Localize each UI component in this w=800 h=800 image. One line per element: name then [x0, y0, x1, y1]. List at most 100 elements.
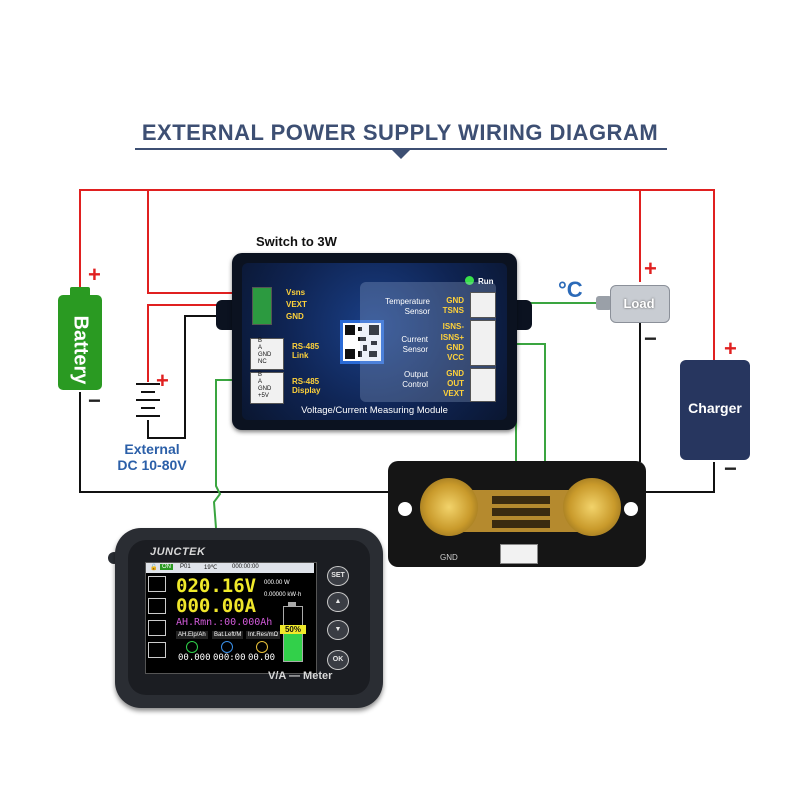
lcd-time-value: 000:00:00 [232, 564, 259, 570]
shunt-mount-hole-right [624, 502, 638, 516]
charger-label: Charger [688, 400, 742, 416]
external-plus-sign: + [156, 368, 169, 393]
external-label-line2: DC 10-80V [117, 457, 187, 473]
battery-terminal [70, 287, 90, 296]
temperature-symbol: °C [558, 277, 583, 302]
lcd-battery-cap [288, 602, 296, 606]
battery-plus-sign: + [88, 262, 101, 287]
lcd-ah-remaining: AH.Rmn.:00.000Ah [176, 617, 273, 628]
load-label: Load [623, 296, 655, 311]
rs485-display-pins: B A GND +5V [258, 372, 271, 400]
lcd-settings-icon [148, 620, 166, 636]
external-supply-label: External DC 10-80V [110, 441, 194, 473]
current-pin-isns-plus: ISNS+ [440, 333, 464, 342]
output-pin-gnd: GND [446, 369, 464, 378]
lcd-energy: 0.00000 kW·h [264, 592, 302, 598]
external-label-line1: External [124, 441, 180, 457]
lcd-battery-fill [284, 634, 302, 661]
battery-label: Battery [69, 315, 92, 385]
pin-vsns: Vsns [286, 288, 306, 297]
current-pin-isns-minus: ISNS- [442, 322, 464, 331]
shunt-sense-connector [500, 544, 538, 564]
meter-ok-button[interactable]: OK [327, 650, 349, 670]
rs485-display-pin-gnd: GND [258, 386, 272, 392]
diagram-title: EXTERNAL POWER SUPPLY WIRING DIAGRAM [141, 120, 659, 145]
lcd-voltage: 020.16V [176, 575, 257, 597]
pin-vext: VEXT [286, 300, 307, 309]
battery-body [58, 295, 102, 390]
lcd-lock-icon: 🔓 [150, 565, 158, 571]
lcd-label-int-res: Int.Res/mΩ [246, 631, 281, 639]
load-plus-sign: + [644, 256, 657, 281]
lcd-battery-percent: 50% [280, 625, 306, 634]
lcd-phone-icon [148, 598, 166, 614]
output-pin-out: OUT [447, 379, 464, 388]
lcd-ohm-icon [256, 641, 268, 653]
lcd-temp-value: 19℃ [204, 565, 218, 571]
charger-minus-sign: − [724, 456, 737, 481]
shunt-slot-2 [492, 508, 550, 516]
meter-up-button[interactable]: ▲ [327, 592, 349, 612]
load-minus-sign: − [644, 326, 657, 351]
rs485-display-connector [250, 372, 284, 404]
load-shaft-icon [596, 296, 612, 310]
group-current-sensor: Current Sensor [401, 335, 428, 354]
lcd-current: 000.00A [176, 595, 257, 617]
shunt-gnd-label: GND [440, 553, 458, 562]
lcd-switch-icon [148, 642, 166, 658]
rs485-display-pin-5v: +5V [258, 393, 269, 399]
run-label: Run [478, 277, 494, 286]
output-pin-vext: VEXT [443, 389, 464, 398]
switch-label: Switch to 3W [256, 234, 337, 249]
rs485-display-pin-a: A [258, 379, 263, 385]
qr-code [340, 320, 384, 364]
load-motor [610, 285, 670, 323]
meter-brand: JUNCTEK [150, 546, 206, 558]
meter-set-button[interactable]: SET [327, 566, 349, 586]
lcd-value-bat-left: 000:00 [213, 653, 246, 663]
lcd-battery-gauge [283, 606, 303, 662]
group-output-control: Output Control [402, 370, 428, 389]
lcd-energy-icon [186, 641, 198, 653]
temp-pin-gnd: GND [446, 296, 464, 305]
meter-down-button[interactable]: ▼ [327, 620, 349, 640]
temp-connector [470, 292, 496, 318]
module-title: Voltage/Current Measuring Module [301, 405, 448, 416]
meter-model-label: V/A — Meter [268, 670, 333, 682]
lcd-status-bar [146, 563, 314, 573]
rs485-link-pin-b: B [258, 338, 263, 344]
current-connector [470, 320, 496, 366]
rs485-link-pins: B A GND NC [258, 338, 271, 366]
temp-pin-tsns: TSNS [442, 306, 464, 315]
lcd-side-icons [148, 576, 166, 666]
shunt-mount-hole-left [398, 502, 412, 516]
lcd-power: 000.00 W [264, 580, 290, 586]
output-connector [470, 368, 496, 402]
rs485-link-pin-nc: NC [258, 359, 267, 365]
rs485-display-pin-b: B [258, 372, 263, 378]
rs485-link-label: RS-485 Link [292, 342, 320, 360]
lcd-value-int-res: 00.00 [248, 653, 276, 663]
lcd-label-ah-elp: AH.Elp/Ah [176, 631, 208, 639]
power-connector [252, 287, 272, 325]
lcd-label-bat-left: Bat.Left/M [212, 631, 244, 639]
current-pin-gnd: GND [446, 343, 464, 352]
lcd-clock-icon [221, 641, 233, 653]
rs485-link-connector [250, 338, 284, 370]
charger-plus-sign: + [724, 336, 737, 361]
run-led-icon [465, 276, 474, 285]
battery-minus-sign: − [88, 388, 101, 413]
lcd-on-badge: ON [160, 564, 173, 570]
rs485-link-pin-a: A [258, 345, 263, 351]
shunt-terminal-left [420, 478, 478, 536]
pin-gnd: GND [286, 312, 304, 321]
rs485-link-pin-gnd: GND [258, 352, 272, 358]
current-pin-vcc: VCC [447, 353, 464, 362]
charger-body [680, 360, 750, 460]
shunt-slot-1 [492, 496, 550, 504]
lcd-p-value: P01 [180, 564, 191, 570]
group-temperature-sensor: Temperature Sensor [385, 297, 430, 316]
shunt-terminal-right [563, 478, 621, 536]
lcd-battery-icon [148, 576, 166, 592]
qr-code-pattern-icon [345, 325, 379, 359]
